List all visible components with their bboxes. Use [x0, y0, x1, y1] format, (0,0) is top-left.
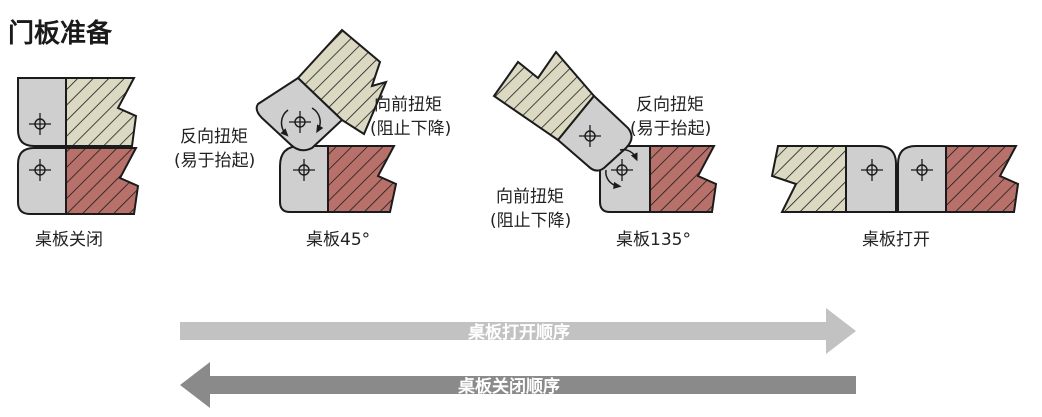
closed-lower-panel: [65, 147, 140, 215]
deg45-tilted-panel: [296, 28, 388, 136]
open-right-panel: [945, 145, 1020, 213]
closed-lower-hinge: [17, 147, 67, 215]
deg45-forward-note: (阻止下降): [370, 119, 451, 139]
rotation-arrow-icon: [280, 109, 289, 137]
deg135-reverse-torque: 反向扭矩: [636, 95, 704, 115]
stage-closed-label: 桌板关闭: [35, 230, 103, 250]
close-sequence-label: 桌板关闭顺序: [458, 376, 560, 397]
deg45-reverse-torque: 反向扭矩: [180, 127, 248, 147]
rotation-arrow-icon: [605, 169, 622, 189]
deg135-bottom-panel: [649, 145, 718, 213]
stage-45-figure: [255, 28, 398, 213]
rotation-arrow-icon: [311, 107, 324, 134]
open-left-panel: [770, 145, 847, 213]
closed-upper-panel: [65, 77, 138, 147]
deg45-reverse-note: (易于抬起): [174, 151, 255, 171]
deg135-reverse-note: (易于抬起): [630, 119, 711, 139]
deg135-forward-note: (阻止下降): [490, 211, 571, 231]
rotation-arrow-icon: [619, 148, 638, 162]
open-sequence-label: 桌板打开顺序: [468, 322, 570, 343]
stage-45-label: 桌板45°: [306, 230, 370, 250]
deg45-forward-torque: 向前扭矩: [374, 95, 442, 115]
deg135-forward-torque: 向前扭矩: [496, 187, 564, 207]
closed-upper-hinge: [17, 77, 67, 147]
stage-135-label: 桌板135°: [616, 230, 691, 250]
close-sequence-arrow: [180, 362, 856, 408]
stage-open-figure: [770, 145, 1020, 213]
open-left-hinge: [845, 145, 897, 213]
deg45-bottom-panel: [327, 145, 398, 213]
open-sequence-arrow: [180, 308, 856, 354]
page-title: 门板准备: [8, 19, 113, 49]
stage-135-figure: [492, 50, 718, 213]
stage-closed-figure: [17, 77, 140, 215]
stage-open-label: 桌板打开: [862, 230, 930, 250]
